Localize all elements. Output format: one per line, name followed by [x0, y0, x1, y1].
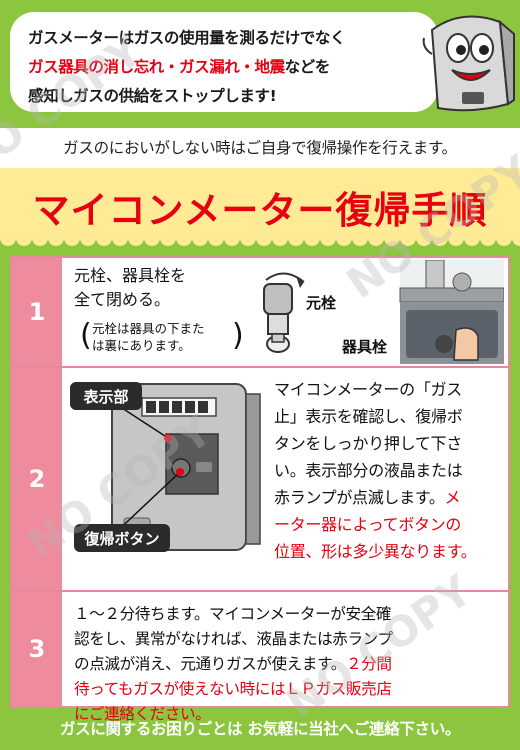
step-1-number: 1: [12, 258, 62, 366]
step-2-line-1: マイコンメーターの「ガス: [274, 380, 462, 399]
step-3-red-1: ２分間: [345, 655, 392, 673]
scallop-bump: [160, 238, 176, 246]
intro-line-2: ガス器具の消し忘れ・ガス漏れ・地震などを: [28, 53, 428, 82]
intro-line-3: 感知しガスの供給をストップします!: [28, 87, 277, 105]
step-2-line-2: 止」表示を確認し、復帰ボ: [274, 407, 463, 426]
step-3-red-3: にご連絡ください。: [74, 705, 211, 723]
button-pointer-dot: [176, 468, 184, 476]
intro-box: ガスメーターはガスの使用量を測るだけでなく ガス器具の消し忘れ・ガス漏れ・地震な…: [10, 12, 438, 112]
step-2-instruction: マイコンメーターの「ガス 止」表示を確認し、復帰ボ タンをしっかり押して下さ い…: [274, 376, 477, 565]
counter-digit-cell: [159, 401, 169, 413]
scallop-bump: [240, 238, 256, 246]
step-2-number: 2: [12, 368, 62, 590]
step-2-red-1: メ: [444, 488, 461, 507]
scallop-bump: [512, 238, 520, 246]
scallop-bump: [320, 238, 336, 246]
scallop-bump: [16, 238, 32, 246]
scallop-bump: [400, 238, 416, 246]
scallop-bump: [336, 238, 352, 246]
scallop-bump: [288, 238, 304, 246]
step-2-red-3: 位置、形は多少異なります。: [274, 542, 477, 561]
meter-illustration: 表示部 復帰ボタン: [70, 382, 261, 552]
scallop-bump: [144, 238, 160, 246]
scallop-bump: [0, 238, 16, 246]
valve-illustration: 元栓 器具栓: [263, 260, 504, 364]
intro-line-1: ガスメーターはガスの使用量を測るだけでなく: [28, 29, 346, 47]
reset-button-label: 復帰ボタン: [83, 530, 159, 548]
scallop-bump: [64, 238, 80, 246]
scallop-bump: [128, 238, 144, 246]
scallop-bump: [224, 238, 240, 246]
scallop-bump: [352, 238, 368, 246]
title-banner: マイコンメーター復帰手順: [0, 168, 520, 252]
counter-digit-cell: [198, 401, 208, 413]
step-3-row: 3 １～２分待ちます。マイコンメーターが安全確 認をし、異常がなければ、液晶また…: [12, 592, 508, 723]
counter-digit-cell: [172, 401, 182, 413]
turn-arrow-icon: [296, 276, 304, 288]
scallop-bump: [256, 238, 272, 246]
appliance-valve-icon: [406, 310, 498, 358]
counter-digit-cell: [146, 401, 156, 413]
counter-digit-cell: [185, 401, 195, 413]
step-3-line-1: １～２分待ちます。マイコンメーターが安全確: [74, 605, 392, 623]
scallop-bump: [416, 238, 432, 246]
scallop-bump: [176, 238, 192, 246]
scallop-bump: [432, 238, 448, 246]
step-2-line-3: タンをしっかり押して下さ: [274, 434, 462, 453]
scallop-bump: [368, 238, 384, 246]
scallop-bump: [384, 238, 400, 246]
scallop-bump: [464, 238, 480, 246]
page-title: マイコンメーター復帰手順: [32, 189, 488, 232]
step-3-red-2: 待ってもガスが使えない時にはＬＰガス販売店: [74, 680, 392, 698]
scallop-bump: [112, 238, 128, 246]
scallop-bump: [272, 238, 288, 246]
step-3-line-2: 認をし、異常がなければ、液晶または赤ランプ: [74, 630, 393, 648]
intro-line-2-rest: などを: [284, 58, 331, 76]
step-2-line-5: 赤ランプが点滅します。メ: [274, 484, 477, 511]
step-1-row: 1 元栓、器具栓を 全て閉める。 ( 元栓は器具の下また は裏にあります。 ) …: [12, 258, 508, 368]
appliance-valve-label: 器具栓: [341, 338, 387, 356]
intro-line-2-red: ガス器具の消し忘れ・ガス漏れ・地震: [28, 58, 285, 76]
scallop-bump: [448, 238, 464, 246]
step-1-line-1: 元栓、器具栓を: [74, 266, 187, 285]
scallop-bump: [80, 238, 96, 246]
display-label: 表示部: [83, 388, 128, 406]
step-1-note: ( 元栓は器具の下また は裏にあります。 ): [80, 318, 244, 354]
scallop-bump: [304, 238, 320, 246]
step-2-line-5-black: 赤ランプが点滅します。: [274, 488, 445, 507]
main-valve-icon: [263, 283, 293, 315]
steps-table: 1 元栓、器具栓を 全て閉める。 ( 元栓は器具の下また は裏にあります。 ) …: [10, 256, 510, 723]
step-1-line-2: 全て閉める。: [74, 290, 171, 309]
step-2-row: 2 表示部 復帰ボタン マイコンメーターの「ガス: [12, 368, 508, 592]
step-3-line-3-black: の点滅が消え、元通りガスが使えます。: [74, 655, 346, 673]
scallop-bump: [96, 238, 112, 246]
main-valve-label: 元栓: [306, 294, 336, 312]
gas-meter-mascot-icon: [422, 15, 515, 112]
scallop-bump: [480, 238, 496, 246]
scallop-bump: [208, 238, 224, 246]
step-2-red-2: ーター器によってボタンの: [274, 515, 462, 534]
banner-scallop: [0, 238, 520, 252]
step-2-line-4: い。表示部分の液晶または: [274, 461, 463, 480]
step-3-line-3: の点滅が消え、元通りガスが使えます。２分間: [74, 652, 393, 677]
step-3-instruction: １～２分待ちます。マイコンメーターが安全確 認をし、異常がなければ、液晶または赤…: [74, 602, 393, 727]
step-1-instruction: 元栓、器具栓を 全て閉める。: [74, 264, 186, 312]
scallop-bump: [48, 238, 64, 246]
step-1-note-line-1: 元栓は器具の下また: [92, 321, 205, 336]
footer-contact: ガスに関するお困りごとは お気軽に当社へご連絡下さい。: [59, 720, 461, 738]
self-reset-notice: ガスのにおいがしない時はご自身で復帰操作を行えます。: [0, 128, 520, 168]
scallop-bump: [192, 238, 208, 246]
step-3-number: 3: [12, 592, 62, 706]
scallop-bump: [32, 238, 48, 246]
hand-icon: [453, 327, 479, 361]
scallop-bump: [496, 238, 512, 246]
step-1-note-line-2: は裏にあります。: [92, 338, 191, 353]
display-pointer-dot: [164, 434, 172, 442]
